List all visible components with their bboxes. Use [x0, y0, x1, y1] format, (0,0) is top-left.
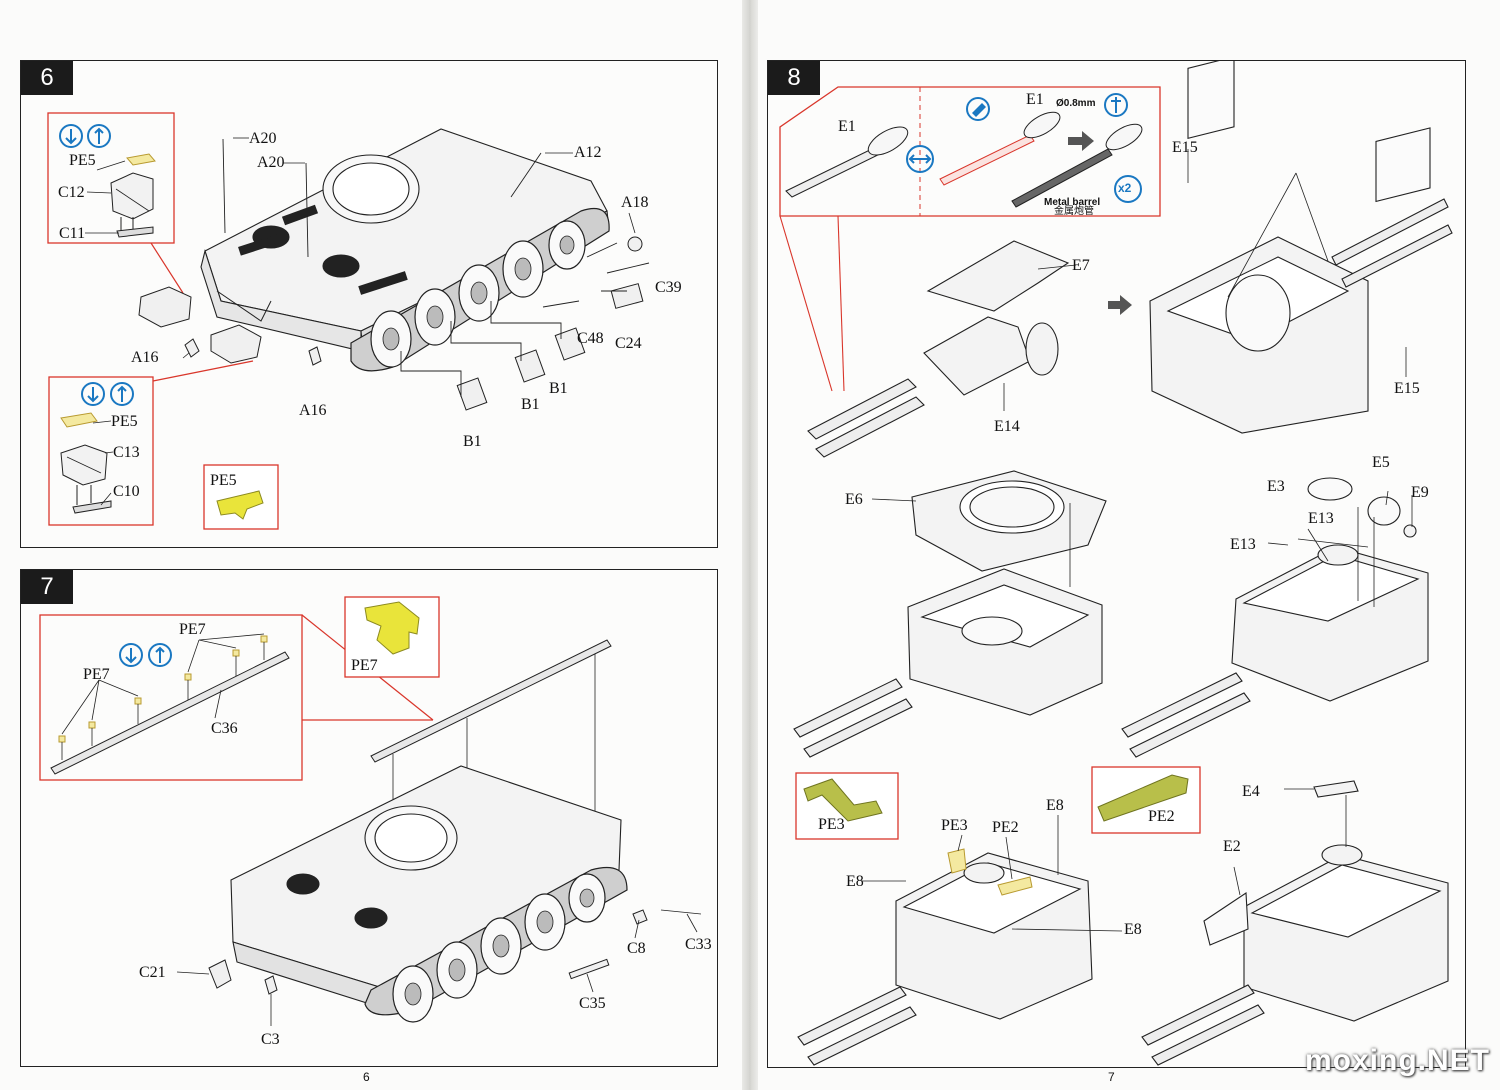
step-8-panel: 8: [767, 60, 1466, 1068]
pe7-sample-label: PE7: [351, 657, 378, 674]
step-8-drawing: [779, 61, 1453, 1066]
detail-upper-c12: C12: [58, 184, 85, 201]
page-number-left: 6: [363, 1070, 370, 1084]
step-6-badge: 6: [21, 61, 73, 95]
label-e15-bottom: E15: [1394, 380, 1420, 397]
detail-pe7-b: PE7: [179, 621, 206, 638]
label-e14: E14: [994, 418, 1020, 435]
step-7-panel: 7: [20, 569, 718, 1067]
label-c35: C35: [579, 995, 606, 1012]
label-e5: E5: [1372, 454, 1390, 471]
pe5-sample-label: PE5: [210, 472, 237, 489]
label-pe2: PE2: [992, 819, 1019, 836]
label-e8-top: E8: [1046, 797, 1064, 814]
label-a20-top: A20: [249, 130, 277, 147]
times-two-badge: x2: [1118, 181, 1132, 195]
label-pe3: PE3: [941, 817, 968, 834]
label-c48: C48: [577, 330, 604, 347]
metal-barrel-label-cn: 金属炮管: [1054, 206, 1094, 217]
detail-c36: C36: [211, 720, 238, 737]
label-a16-bottom: A16: [299, 402, 327, 419]
barrel-e1-right: E1: [1026, 91, 1044, 108]
detail-lower-c13: C13: [113, 444, 140, 461]
step-7-drawing: [39, 596, 702, 1026]
step-6-panel: 6: [20, 60, 718, 548]
step-8-badge: 8: [768, 61, 820, 95]
label-b1-c: B1: [463, 433, 482, 450]
step-7-badge: 7: [21, 570, 73, 604]
label-c39: C39: [655, 279, 682, 296]
detail-lower-pe5: PE5: [111, 413, 138, 430]
label-c33: C33: [685, 936, 712, 953]
label-a12: A12: [574, 144, 602, 161]
label-c24: C24: [615, 335, 642, 352]
barrel-e1-left: E1: [838, 118, 856, 135]
barrel-diameter: Ø0.8mm: [1056, 98, 1096, 109]
pe2-sample-label: PE2: [1148, 808, 1175, 825]
page-number-right: 7: [1108, 1070, 1115, 1084]
label-b1-a: B1: [549, 380, 568, 397]
label-a18: A18: [621, 194, 649, 211]
label-e6: E6: [845, 491, 863, 508]
label-a20-bottom: A20: [257, 154, 285, 171]
label-e15-top: E15: [1172, 139, 1198, 156]
label-e7: E7: [1072, 257, 1090, 274]
label-e4: E4: [1242, 783, 1260, 800]
label-b1-b: B1: [521, 396, 540, 413]
metal-barrel-label: Metal barrel: [1044, 197, 1101, 208]
detail-upper-pe5: PE5: [69, 152, 96, 169]
label-e8-right: E8: [1124, 921, 1142, 938]
detail-pe7-a: PE7: [83, 666, 110, 683]
label-e13-b: E13: [1230, 536, 1256, 553]
step-6-drawing: [47, 112, 650, 530]
label-a16-left: A16: [131, 349, 159, 366]
label-e3: E3: [1267, 478, 1285, 495]
label-e2: E2: [1223, 838, 1241, 855]
label-e8-left: E8: [846, 873, 864, 890]
pe3-sample-label: PE3: [818, 816, 845, 833]
detail-upper-c11: C11: [59, 225, 86, 242]
label-e13-a: E13: [1308, 510, 1334, 527]
label-c3: C3: [261, 1031, 280, 1048]
watermark: moxing.NET: [1304, 1044, 1490, 1077]
label-c8: C8: [627, 940, 646, 957]
label-e9: E9: [1411, 484, 1429, 501]
detail-lower-c10: C10: [113, 483, 140, 500]
book-spine: [742, 0, 758, 1090]
label-c21: C21: [139, 964, 166, 981]
